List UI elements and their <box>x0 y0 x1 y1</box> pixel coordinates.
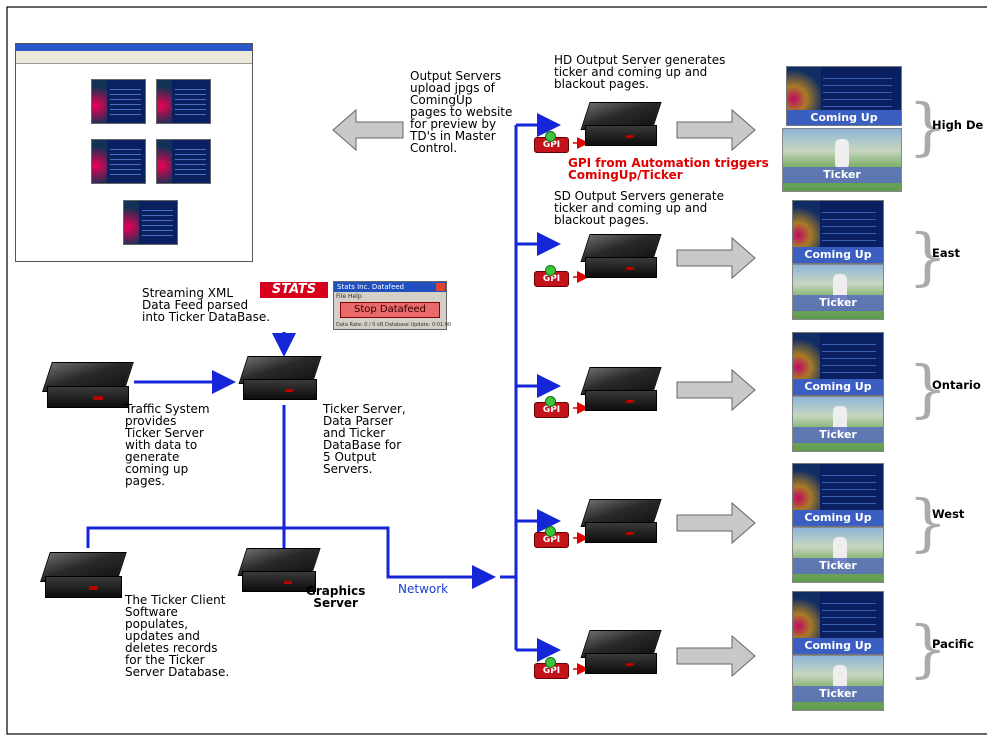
brace-east: } <box>908 220 948 293</box>
coming-up-preview-west: Coming Up <box>792 463 884 527</box>
network-trunk <box>86 526 496 589</box>
output-arrows <box>332 108 756 678</box>
graphics-server <box>237 548 321 592</box>
datafeed-window: Stats Inc. Datafeed File Help Stop Dataf… <box>333 281 451 330</box>
traffic-system-note: Traffic System provides Ticker Server wi… <box>125 402 210 488</box>
graphics-server-label: Graphics Server <box>306 584 366 610</box>
gpi-badge-pacific: GPI <box>534 657 569 679</box>
streaming-xml-note: Streaming XML Data Feed parsed into Tick… <box>142 286 271 324</box>
sd-output-server-ontario <box>580 367 662 411</box>
region-label-ontario: Ontario <box>932 378 981 392</box>
ticker-client-server <box>40 552 127 598</box>
region-label-high-def: High De <box>932 118 984 132</box>
gpi-automation-note: GPI from Automation triggers ComingUp/Ti… <box>568 156 769 182</box>
datafeed-window-title: Stats Inc. Datafeed <box>334 282 446 292</box>
stop-datafeed-button: Stop Datafeed <box>340 302 440 318</box>
sd-output-server-pacific <box>580 630 662 674</box>
hd-output-server-note: HD Output Server generates ticker and co… <box>554 53 726 91</box>
gpi-badge-west: GPI <box>534 526 569 548</box>
ticker-server-note: Ticker Server, Data Parser and Ticker Da… <box>323 402 406 476</box>
ticker-server <box>238 356 322 400</box>
brace-west: } <box>908 486 948 559</box>
region-label-pacific: Pacific <box>932 637 974 651</box>
ticker-preview-west: Ticker <box>792 527 884 583</box>
sd-output-server-west <box>580 499 662 543</box>
gpi-badge-ontario: GPI <box>534 396 569 418</box>
hd-output-arrow <box>676 108 756 152</box>
brace-pacific: } <box>908 612 948 685</box>
preview-website-screenshot <box>15 43 253 262</box>
datafeed-menu: File Help <box>336 293 362 300</box>
gpi-trigger-lines <box>573 137 589 675</box>
coming-up-preview-hd: Coming Up <box>786 66 902 126</box>
network-lines <box>86 113 561 662</box>
ticker-client-note: The Ticker Client Software populates, up… <box>125 593 230 679</box>
hd-output-server <box>580 102 662 146</box>
gpi-badge-east: GPI <box>534 265 569 287</box>
west-output-arrow <box>676 501 756 545</box>
coming-up-preview-ontario: Coming Up <box>792 332 884 396</box>
sd-output-servers-note: SD Output Servers generate ticker and co… <box>554 189 724 227</box>
ticker-preview-hd: Ticker <box>782 128 902 192</box>
datafeed-status: Data Rate: 0 / 0 kB Database Update: 0:0… <box>336 322 452 328</box>
network-label: Network <box>398 582 449 596</box>
brace-ontario: } <box>908 352 948 425</box>
ticker-preview-ontario: Ticker <box>792 396 884 452</box>
output-servers-upload-note: Output Servers upload jpgs of ComingUp p… <box>410 69 513 155</box>
coming-up-preview-pacific: Coming Up <box>792 591 884 655</box>
ontario-output-arrow <box>676 368 756 412</box>
region-label-east: East <box>932 246 960 260</box>
region-label-west: West <box>932 507 965 521</box>
brace-high-def: } <box>908 90 948 163</box>
stats-logo: STATS <box>260 282 328 298</box>
traffic-system-server <box>42 362 134 408</box>
close-icon <box>436 283 445 291</box>
gpi-badge-hd: GPI <box>534 131 569 153</box>
coming-up-preview-east: Coming Up <box>792 200 884 264</box>
upload-arrow <box>332 108 404 152</box>
east-output-arrow <box>676 236 756 280</box>
pacific-output-arrow <box>676 634 756 678</box>
ticker-preview-east: Ticker <box>792 264 884 320</box>
ticker-preview-pacific: Ticker <box>792 655 884 711</box>
sd-output-server-east <box>580 234 662 278</box>
